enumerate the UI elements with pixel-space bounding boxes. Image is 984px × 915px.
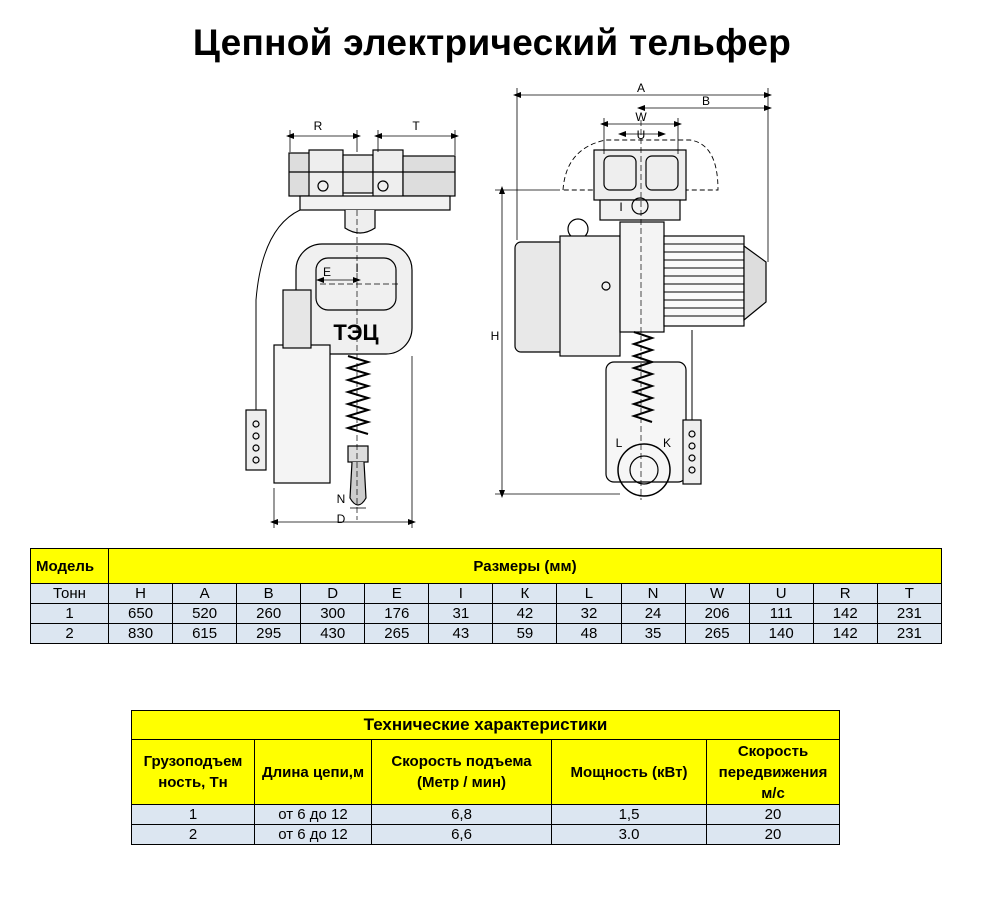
- specs-header-line: Мощность (кВт): [570, 763, 688, 781]
- dimension-cell: 42: [492, 603, 558, 624]
- specs-caption-row: Технические характеристики: [130, 710, 841, 740]
- dimension-cell: 176: [364, 603, 430, 624]
- dimension-column-header: A: [172, 583, 238, 604]
- dimension-cell: 260: [236, 603, 302, 624]
- dim-label-e: E: [323, 265, 331, 279]
- dimensions-group-header: Размеры (мм): [108, 548, 942, 584]
- dim-label-i-right: I: [619, 200, 622, 214]
- dimension-cell: 520: [172, 603, 238, 624]
- dimension-column-header: Тонн: [30, 583, 109, 604]
- dimension-cell: 650: [107, 603, 174, 624]
- model-header: Модель: [30, 548, 109, 584]
- dimension-cell: 142: [812, 623, 878, 644]
- dimension-cell: 140: [748, 623, 814, 644]
- specs-cell: 2: [131, 824, 255, 845]
- dim-label-b: B: [702, 94, 710, 108]
- dim-label-w: W: [635, 110, 647, 124]
- dimension-cell: 35: [620, 623, 686, 644]
- dimension-column-header: К: [492, 583, 558, 604]
- specs-caption: Технические характеристики: [130, 710, 841, 740]
- specs-cell: 20: [705, 824, 841, 845]
- dimension-cell: 615: [172, 623, 238, 644]
- dimension-cell: 265: [364, 623, 430, 644]
- side-view-model-label: ТЭЦ: [333, 320, 378, 345]
- specs-header-row: Грузоподъем ность, Тн Длина цепи,м Скорость…: [131, 739, 841, 805]
- specs-cell: от 6 до 12: [254, 804, 372, 825]
- dimension-cell: 231: [876, 623, 943, 644]
- dim-label-a: A: [637, 81, 645, 95]
- specs-cell: 6,8: [371, 804, 552, 825]
- specs-column-header: Скорость подъема (Метр / мин): [371, 739, 552, 805]
- dimension-cell: 206: [684, 603, 750, 624]
- specs-cell: 3.0: [551, 824, 707, 845]
- specs-cell: 1: [131, 804, 255, 825]
- dimension-column-header: U: [748, 583, 814, 604]
- page-title: Цепной электрический тельфер: [192, 22, 792, 63]
- dimension-cell: 265: [684, 623, 750, 644]
- dimension-cell: 430: [300, 623, 366, 644]
- specs-header-line: (Метр / мин): [416, 774, 507, 791]
- front-view-drawing: [495, 88, 772, 500]
- dimension-cell: 830: [107, 623, 174, 644]
- dimension-column-header: N: [620, 583, 686, 604]
- dimension-column-header: E: [364, 583, 430, 604]
- dimension-column-header: T: [876, 583, 943, 604]
- dim-label-l: L: [616, 436, 623, 450]
- specs-cell: 20: [705, 804, 841, 825]
- dimension-column-header: D: [300, 583, 366, 604]
- dimension-column-header: I: [428, 583, 494, 604]
- specs-column-header: Мощность (кВт): [551, 739, 707, 805]
- dimension-cell: 31: [428, 603, 494, 624]
- dimension-cell: 43: [428, 623, 494, 644]
- hoist-technical-drawing: R T E I N D ТЭЦ: [245, 81, 772, 528]
- dimension-cell: 300: [300, 603, 366, 624]
- dim-label-r: R: [314, 119, 323, 133]
- dimension-cell: 24: [620, 603, 686, 624]
- specs-column-header: Грузоподъем ность, Тн: [131, 739, 255, 805]
- dim-label-n: N: [337, 492, 346, 506]
- dimension-cell: 32: [556, 603, 622, 624]
- specs-header-line: Скорость подъема: [391, 753, 532, 770]
- dimension-column-header: L: [556, 583, 622, 604]
- dimension-cell: 2: [30, 623, 109, 644]
- dimension-cell: 295: [236, 623, 302, 644]
- dim-label-d: D: [337, 512, 346, 526]
- dimension-column-header: R: [812, 583, 878, 604]
- dim-label-t: T: [412, 119, 420, 133]
- specs-header-line: передвижения: [718, 763, 828, 781]
- dimension-column-header: H: [107, 583, 174, 604]
- specs-column-header: Длина цепи,м: [254, 739, 372, 805]
- dimension-cell: 142: [812, 603, 878, 624]
- side-view-drawing: [245, 130, 459, 528]
- dim-label-i-left: I: [355, 261, 358, 275]
- dimension-cell: 48: [556, 623, 622, 644]
- specs-column-header: Скорость передвижения м/с: [705, 739, 841, 805]
- dimension-column-header: W: [684, 583, 750, 604]
- dim-label-h: H: [491, 329, 500, 343]
- specs-header-line: ность, Тн: [158, 774, 228, 791]
- specs-cell: 1,5: [551, 804, 707, 825]
- specs-header-line: Скорость: [737, 742, 809, 760]
- specs-header-line: Длина цепи,м: [261, 763, 365, 781]
- dimension-cell: 231: [876, 603, 943, 624]
- dimension-cell: 111: [748, 603, 814, 624]
- dim-label-u: U: [637, 128, 646, 142]
- specs-header-line: Грузоподъем: [143, 753, 243, 770]
- dimension-cell: 59: [492, 623, 558, 644]
- dim-label-k: K: [663, 436, 671, 450]
- dimension-column-header: B: [236, 583, 302, 604]
- specs-cell: 6,6: [371, 824, 552, 845]
- specs-header-line: м/с: [761, 784, 785, 802]
- specs-cell: от 6 до 12: [254, 824, 372, 845]
- dimension-cell: 1: [30, 603, 109, 624]
